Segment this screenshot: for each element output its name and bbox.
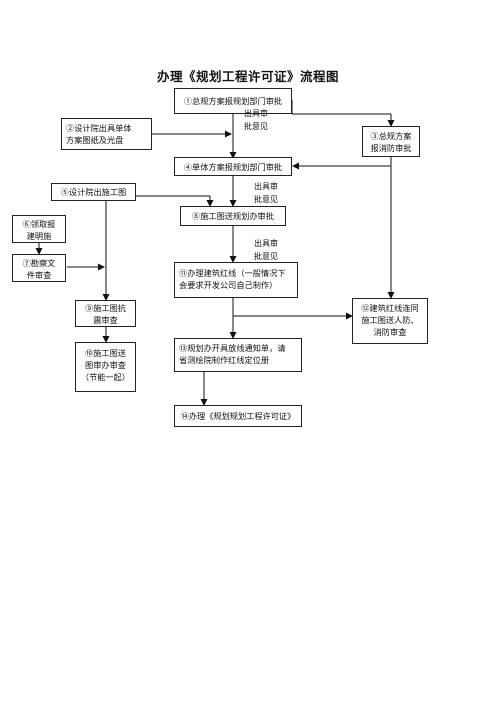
step-8-drawing-submission: ⑧施工图送规划办审批 [180, 206, 286, 226]
step-1-master-plan-approval: ①总规方案报规划部门审批 [174, 88, 292, 114]
approval-note-2: 出具审 批意见 [254, 182, 278, 204]
step-7-survey-review: ⑦勘察文 件审查 [12, 254, 66, 282]
approval-note-1: 出具审 批意见 [244, 109, 268, 131]
step-10-drawing-review: ⑩施工图送 图审办审查 （节能一起） [75, 342, 136, 392]
step-9-seismic-review: ⑨施工图抗 震审查 [75, 300, 136, 327]
step-11-red-line: ⑪办理建筑红线（一般情况下 会要求开发公司自己制作） [174, 262, 298, 298]
step-13-setout-notice: ⑬规划办开具放线通知单，请 省测绘院制作红线定位册 [174, 338, 302, 372]
step-4-unit-plan-approval: ④单体方案报规划部门审批 [174, 157, 292, 176]
step-6-permit-collection: ⑥领取报 建明施 [12, 215, 66, 243]
step-14-planning-permit: ⑭办理《规划规划工程许可证》 [174, 405, 302, 427]
step-2-unit-plan-drawings: ②设计院出具单体 方案图纸及光盘 [61, 118, 152, 150]
approval-note-3: 出具审 批意见 [254, 239, 278, 261]
page-title: 办理《规划工程许可证》流程图 [156, 69, 339, 84]
step-3-fire-review: ③总规方案 报消防审批 [362, 126, 420, 157]
step-5-construction-drawings: ⑤设计院出施工图 [51, 183, 136, 201]
step-12-red-line-review: ⑫建筑红线连同 施工图送人防、 消防审查 [352, 298, 428, 344]
